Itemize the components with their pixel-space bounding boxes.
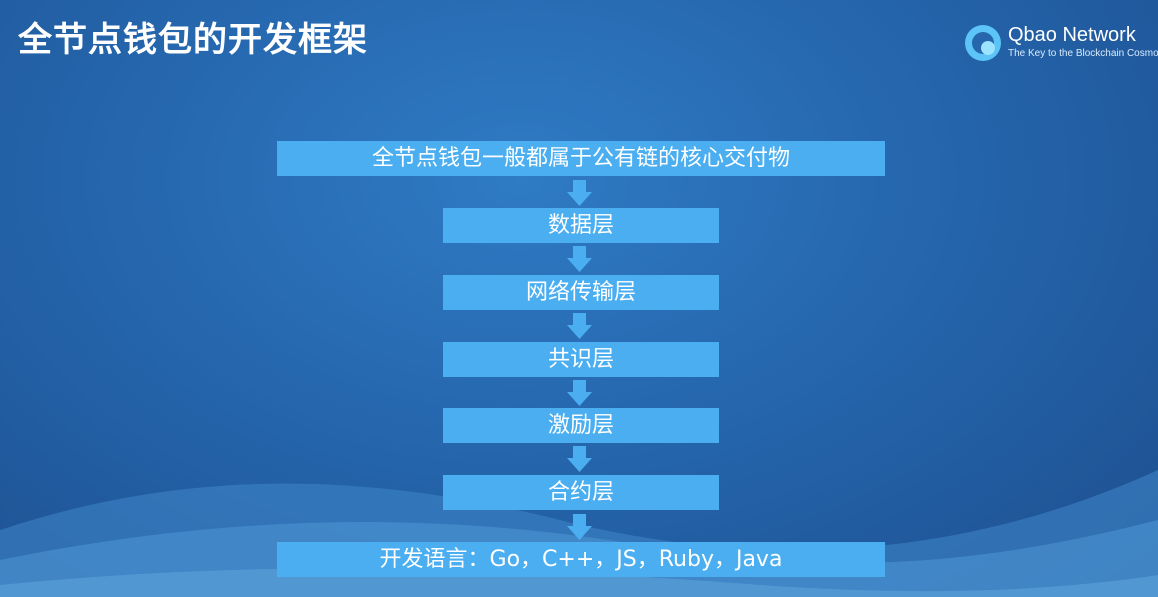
qbao-logo-icon	[965, 25, 1001, 61]
layer-box-network: 网络传输层	[443, 275, 719, 310]
down-arrow-icon	[567, 313, 592, 339]
layer-box-consensus: 共识层	[443, 342, 719, 377]
down-arrow-icon	[567, 446, 592, 472]
down-arrow-icon	[567, 514, 592, 540]
logo-name: Qbao Network	[1008, 24, 1136, 46]
top-box: 全节点钱包一般都属于公有链的核心交付物	[277, 141, 885, 176]
down-arrow-icon	[567, 180, 592, 206]
qbao-logo: Qbao Network The Key to the Blockchain C…	[964, 22, 1158, 66]
down-arrow-icon	[567, 246, 592, 272]
down-arrow-icon	[567, 380, 592, 406]
page-title: 全节点钱包的开发框架	[18, 20, 368, 60]
logo-tagline: The Key to the Blockchain Cosmos	[1008, 48, 1158, 59]
layer-box-incentive: 激励层	[443, 408, 719, 443]
layer-box-data: 数据层	[443, 208, 719, 243]
layer-box-contract: 合约层	[443, 475, 719, 510]
bottom-box: 开发语言：Go，C++，JS，Ruby，Java	[277, 542, 885, 577]
